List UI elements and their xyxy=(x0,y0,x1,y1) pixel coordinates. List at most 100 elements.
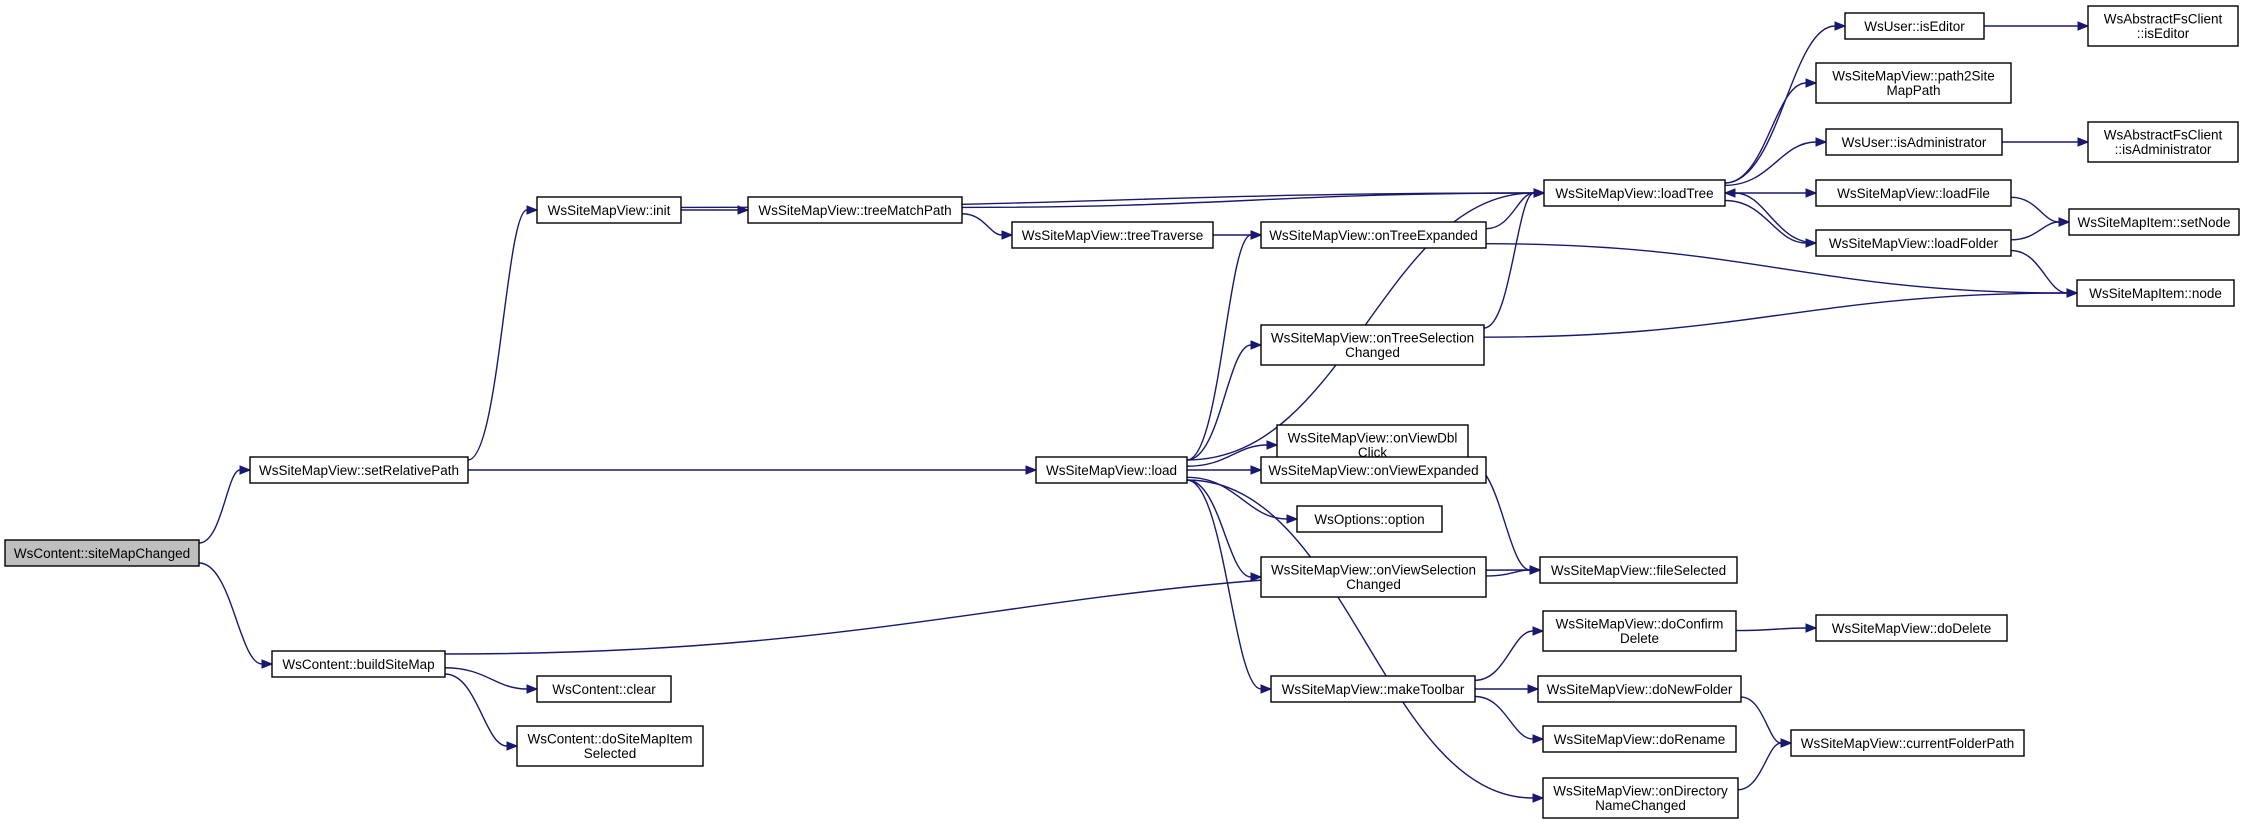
edge-line xyxy=(1483,192,1535,329)
edge-arrowhead xyxy=(526,684,539,694)
node-fsIsEditor[interactable]: WsAbstractFsClient::isEditor xyxy=(2087,5,2239,47)
edge-onDirectoryNameChanged-to-currentFolderPath xyxy=(1737,738,1793,791)
edge-line xyxy=(1485,243,2068,294)
node-label: WsSiteMapView::onViewDbl xyxy=(1288,431,1458,446)
node-treeMatchPath[interactable]: WsSiteMapView::treeMatchPath xyxy=(747,196,963,224)
node-box xyxy=(1844,12,1985,40)
node-box xyxy=(1035,456,1188,484)
edge-line xyxy=(1474,695,1534,740)
node-box xyxy=(1543,179,1726,207)
node-doNewFolder[interactable]: WsSiteMapView::doNewFolder xyxy=(1537,675,1742,703)
node-setRelativePath[interactable]: WsSiteMapView::setRelativePath xyxy=(249,456,469,484)
node-isAdministrator[interactable]: WsUser::isAdministrator xyxy=(1825,128,2003,156)
node-load[interactable]: WsSiteMapView::load xyxy=(1035,456,1188,484)
node-label: WsSiteMapView::treeMatchPath xyxy=(758,203,951,218)
edge-line xyxy=(1186,234,1252,461)
edge-loadTree-to-isAdministrator xyxy=(1724,137,1828,187)
node-box xyxy=(1542,777,1739,819)
node-loadFile[interactable]: WsSiteMapView::loadFile xyxy=(1815,179,2012,207)
edges-layer xyxy=(198,21,2090,803)
edge-line xyxy=(1186,479,1252,578)
node-label: WsSiteMapView::load xyxy=(1046,463,1177,478)
edge-makeToolbar-to-doRename xyxy=(1474,695,1545,744)
node-label: ::isAdministrator xyxy=(2115,142,2212,157)
node-buildSiteMap[interactable]: WsContent::buildSiteMap xyxy=(271,650,446,678)
edge-treeMatchPath-to-treeTraverse xyxy=(961,213,1014,240)
node-box xyxy=(747,196,963,224)
edge-arrowhead xyxy=(1780,738,1793,748)
edge-onViewSelectionChanged-to-fileSelected xyxy=(1485,565,1542,577)
node-makeToolbar[interactable]: WsSiteMapView::makeToolbar xyxy=(1270,675,1476,703)
node-label: WsSiteMapView::doRename xyxy=(1554,732,1726,747)
edge-line xyxy=(961,192,1535,209)
edge-line xyxy=(1485,192,1535,230)
edge-load-to-onViewExpanded xyxy=(1187,465,1263,475)
edge-line xyxy=(2010,249,2068,294)
node-box xyxy=(2087,5,2239,47)
edge-arrowhead xyxy=(239,465,252,475)
node-label: WsSiteMapView::setRelativePath xyxy=(259,463,459,478)
edge-line xyxy=(1734,192,1817,244)
node-box xyxy=(1260,456,1487,484)
node-label: WsOptions::option xyxy=(1314,512,1424,527)
node-label: WsContent::buildSiteMap xyxy=(282,657,434,672)
edge-arrowhead xyxy=(1266,440,1279,450)
node-init[interactable]: WsSiteMapView::init xyxy=(536,196,682,224)
node-doRename[interactable]: WsSiteMapView::doRename xyxy=(1542,725,1737,753)
node-setNode[interactable]: WsSiteMapItem::setNode xyxy=(2068,208,2240,236)
node-fileSelected[interactable]: WsSiteMapView::fileSelected xyxy=(1539,556,1738,584)
edge-load-to-makeToolbar xyxy=(1186,479,1273,694)
node-isEditor[interactable]: WsUser::isEditor xyxy=(1844,12,1985,40)
node-node[interactable]: WsSiteMapItem::node xyxy=(2076,279,2235,307)
node-label: WsSiteMapView::loadFolder xyxy=(1829,236,1999,251)
node-box xyxy=(1260,324,1485,366)
node-label: WsSiteMapView::onDirectory xyxy=(1553,784,1728,799)
edge-siteMapChanged-to-buildSiteMap xyxy=(198,562,274,669)
node-clear[interactable]: WsContent::clear xyxy=(536,675,672,703)
node-box xyxy=(536,675,672,703)
node-loadTree[interactable]: WsSiteMapView::loadTree xyxy=(1543,179,1726,207)
node-currentFolderPath[interactable]: WsSiteMapView::currentFolderPath xyxy=(1790,729,2025,757)
edge-arrowhead xyxy=(1527,684,1540,694)
node-box xyxy=(271,650,446,678)
node-box xyxy=(1815,614,2008,642)
edge-load-to-option xyxy=(1186,476,1299,524)
edge-makeToolbar-to-doConfirmDelete xyxy=(1474,626,1545,681)
node-label: WsSiteMapView::onViewSelection xyxy=(1271,563,1476,578)
edge-arrowhead xyxy=(1805,188,1818,198)
node-onViewExpanded[interactable]: WsSiteMapView::onViewExpanded xyxy=(1260,456,1487,484)
node-option[interactable]: WsOptions::option xyxy=(1296,505,1443,533)
node-treeTraverse[interactable]: WsSiteMapView::treeTraverse xyxy=(1011,221,1214,249)
node-box xyxy=(536,196,682,224)
node-onTreeExpanded[interactable]: WsSiteMapView::onTreeExpanded xyxy=(1260,221,1487,249)
edge-loadFolder-to-loadTree xyxy=(1723,188,1817,244)
edge-arrowhead xyxy=(526,205,539,215)
edge-line xyxy=(1474,630,1534,681)
node-label: Changed xyxy=(1345,345,1400,360)
edge-arrowhead xyxy=(1532,626,1545,636)
node-label: WsSiteMapView::onTreeSelection xyxy=(1271,331,1474,346)
node-doDelete[interactable]: WsSiteMapView::doDelete xyxy=(1815,614,2008,642)
edge-loadTree-to-loadFolder xyxy=(1724,199,1818,248)
edge-setRelativePath-to-init xyxy=(467,205,539,461)
node-box xyxy=(1815,229,2012,257)
node-siteMapChanged[interactable]: WsContent::siteMapChanged xyxy=(4,539,200,567)
node-box xyxy=(1815,62,2012,104)
node-fsIsAdministrator[interactable]: WsAbstractFsClient::isAdministrator xyxy=(2087,121,2239,163)
node-label: ::isEditor xyxy=(2137,26,2190,41)
node-label: NameChanged xyxy=(1595,798,1686,813)
edge-line xyxy=(444,673,508,747)
edge-doConfirmDelete-to-doDelete xyxy=(1735,623,1818,633)
node-label: WsSiteMapView::init xyxy=(548,203,671,218)
edge-treeMatchPath-to-loadTree xyxy=(961,188,1546,209)
edge-line xyxy=(198,469,241,544)
node-box xyxy=(1542,610,1737,652)
edge-line xyxy=(444,667,528,690)
node-loadFolder[interactable]: WsSiteMapView::loadFolder xyxy=(1815,229,2012,257)
